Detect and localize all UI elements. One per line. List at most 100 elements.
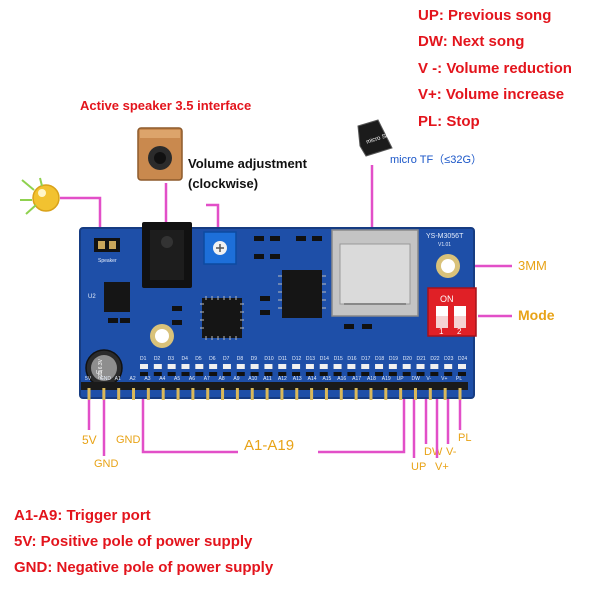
legend-pl: PL: Stop — [418, 113, 480, 130]
led — [444, 364, 453, 369]
label-pl: PL — [458, 432, 472, 444]
u2-label: U2 — [88, 294, 96, 300]
header-pin — [176, 388, 180, 400]
led-label: D24 — [458, 356, 467, 362]
a19-leader — [318, 398, 406, 454]
header-pin — [146, 388, 150, 400]
speaker-header — [94, 238, 120, 252]
volume-callout-line2: (clockwise) — [188, 176, 259, 191]
led-label: D6 — [209, 356, 216, 362]
legend-dw: DW: Next song — [418, 33, 525, 50]
volume-leader — [206, 203, 220, 230]
led-label: D20 — [403, 356, 412, 362]
header-pin — [221, 388, 225, 400]
led — [416, 364, 425, 369]
header-pin — [191, 388, 195, 400]
speaker-silk: Speaker — [98, 258, 117, 264]
led-label: D11 — [278, 356, 287, 362]
pin-silk-label: A11 — [263, 376, 272, 382]
dip-label-2: 2 — [457, 327, 462, 336]
pin-silk-label: A18 — [367, 376, 376, 382]
led — [458, 364, 466, 369]
header-pin — [132, 388, 136, 400]
led-resistor — [209, 372, 218, 376]
smd-components — [108, 236, 372, 329]
led-resistor — [292, 372, 301, 376]
led-resistor — [347, 372, 356, 376]
pin-silk-label: V- — [426, 376, 431, 382]
led — [292, 364, 301, 369]
led-label: D18 — [375, 356, 384, 362]
led — [264, 364, 273, 369]
led — [167, 364, 176, 369]
header-pin — [458, 388, 462, 400]
led-label: D22 — [430, 356, 439, 362]
header-pin — [250, 388, 254, 400]
pin-silk-label: PL — [456, 376, 462, 382]
led-resistor — [375, 372, 384, 376]
led-resistor — [264, 372, 273, 376]
led — [181, 364, 190, 369]
pin-silk-label: A4 — [159, 376, 165, 382]
header-pin — [384, 388, 388, 400]
led-resistor — [361, 372, 370, 376]
dip-switch: ON 1 2 — [427, 287, 477, 337]
pin-silk-label: A5 — [174, 376, 180, 382]
pin-silk-label: A16 — [337, 376, 346, 382]
bulb-leader — [60, 196, 102, 240]
led-label: D2 — [154, 356, 161, 362]
sd-card-slot — [331, 229, 419, 317]
pin-silk-label: A7 — [204, 376, 210, 382]
led — [388, 364, 397, 369]
led-label: D4 — [181, 356, 188, 362]
led-label: D9 — [251, 356, 258, 362]
legend-gnd: GND: Negative pole of power supply — [14, 559, 274, 576]
led-label: D21 — [417, 356, 426, 362]
header-pin — [235, 388, 239, 400]
header-pin — [413, 388, 417, 400]
header-pin — [354, 388, 358, 400]
board-version: V1.01 — [438, 242, 451, 248]
label-vminus: V- — [446, 446, 457, 458]
pin-silk-label: A1 — [115, 376, 121, 382]
header-pin — [399, 388, 403, 400]
led-resistor — [388, 372, 397, 376]
decoder-chip — [278, 270, 326, 318]
led — [250, 364, 259, 369]
led-label: D12 — [292, 356, 301, 362]
header-pin — [280, 388, 284, 400]
led — [361, 364, 370, 369]
led-resistor — [402, 372, 411, 376]
led-resistor — [167, 372, 176, 376]
pin-silk-label: A13 — [293, 376, 302, 382]
dip-label-1: 1 — [439, 327, 444, 336]
speaker-callout: Active speaker 3.5 interface — [80, 98, 252, 113]
led — [140, 364, 148, 369]
leader-lines — [60, 165, 512, 458]
pin-silk-label: A14 — [308, 376, 317, 382]
led — [319, 364, 328, 369]
board-model: YS-M3056T — [426, 233, 464, 240]
header-pin — [428, 388, 432, 400]
led-resistor — [222, 372, 231, 376]
potentiometer — [203, 231, 237, 265]
led-label: D8 — [237, 356, 244, 362]
capacitor-value: 220 6.3V — [98, 358, 104, 379]
led — [333, 364, 342, 369]
pin-silk-label: A6 — [189, 376, 195, 382]
led-resistor — [195, 372, 204, 376]
header-pin — [369, 388, 373, 400]
led-label: D7 — [223, 356, 230, 362]
a1-a19-callout: A1-A19 — [244, 437, 295, 454]
led-resistor — [140, 372, 148, 376]
pin-silk-label: 5V — [85, 376, 92, 382]
led-resistor — [430, 372, 439, 376]
led-label: D15 — [334, 356, 343, 362]
led — [222, 364, 231, 369]
led-resistor — [305, 372, 314, 376]
led-label: D23 — [444, 356, 453, 362]
led-resistor — [236, 372, 245, 376]
header-pin — [161, 388, 165, 400]
led-label: D10 — [264, 356, 273, 362]
